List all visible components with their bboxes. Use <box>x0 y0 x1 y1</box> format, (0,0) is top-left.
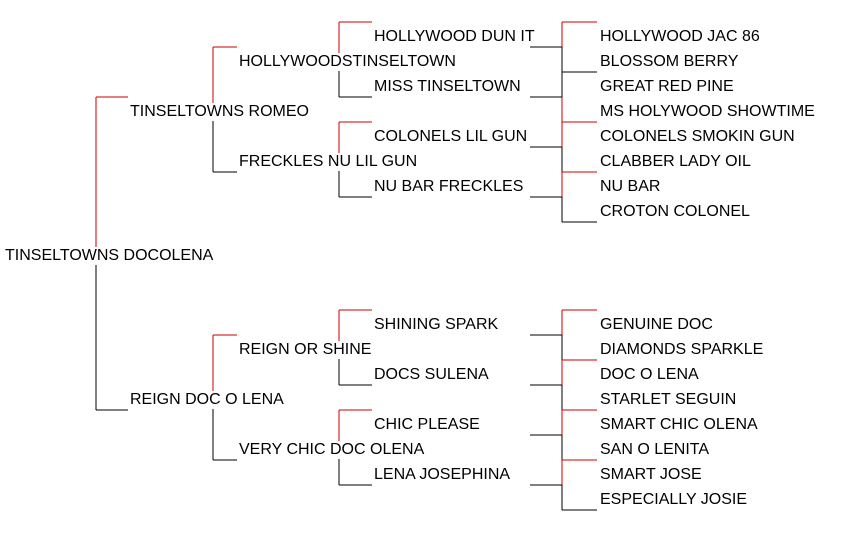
gen4-name: COLONELS SMOKIN GUN <box>599 128 796 146</box>
gen3-name: NU BAR FRECKLES <box>373 178 525 196</box>
gen3-name: SHINING SPARK <box>373 316 500 334</box>
gen3-name: CHIC PLEASE <box>373 416 481 434</box>
gen3-name: HOLLYWOOD DUN IT <box>373 28 536 46</box>
sire-dam-name: FRECKLES NU LIL GUN <box>238 153 419 171</box>
gen4-name: HOLLYWOOD JAC 86 <box>599 28 761 46</box>
gen4-name: SMART CHIC OLENA <box>599 416 759 434</box>
gen3-name: DOCS SULENA <box>373 366 490 384</box>
gen4-name: DIAMONDS SPARKLE <box>599 341 765 359</box>
gen4-name: BLOSSOM BERRY <box>599 53 740 71</box>
gen3-name: LENA JOSEPHINA <box>373 466 512 484</box>
dam-dam-name: VERY CHIC DOC OLENA <box>238 441 426 459</box>
gen4-name: GREAT RED PINE <box>599 78 735 96</box>
dam-name: REIGN DOC O LENA <box>129 391 285 409</box>
gen4-name: SMART JOSE <box>599 466 703 484</box>
gen4-name: CLABBER LADY OIL <box>599 153 752 171</box>
gen4-name: GENUINE DOC <box>599 316 714 334</box>
sire-name: TINSELTOWNS ROMEO <box>129 103 310 121</box>
gen4-name: SAN O LENITA <box>599 441 711 459</box>
gen4-name: STARLET SEGUIN <box>599 391 738 409</box>
gen4-name: MS HOLYWOOD SHOWTIME <box>599 103 816 121</box>
gen4-name: ESPECIALLY JOSIE <box>599 491 749 509</box>
gen4-name: NU BAR <box>599 178 662 196</box>
horse-name: TINSELTOWNS DOCOLENA <box>4 247 215 265</box>
gen3-name: COLONELS LIL GUN <box>373 128 529 146</box>
dam-sire-name: REIGN OR SHINE <box>238 341 373 359</box>
sire-sire-name: HOLLYWOODSTINSELTOWN <box>238 53 457 71</box>
gen4-name: DOC O LENA <box>599 366 700 384</box>
gen4-name: CROTON COLONEL <box>599 203 751 221</box>
gen3-name: MISS TINSELTOWN <box>373 78 522 96</box>
